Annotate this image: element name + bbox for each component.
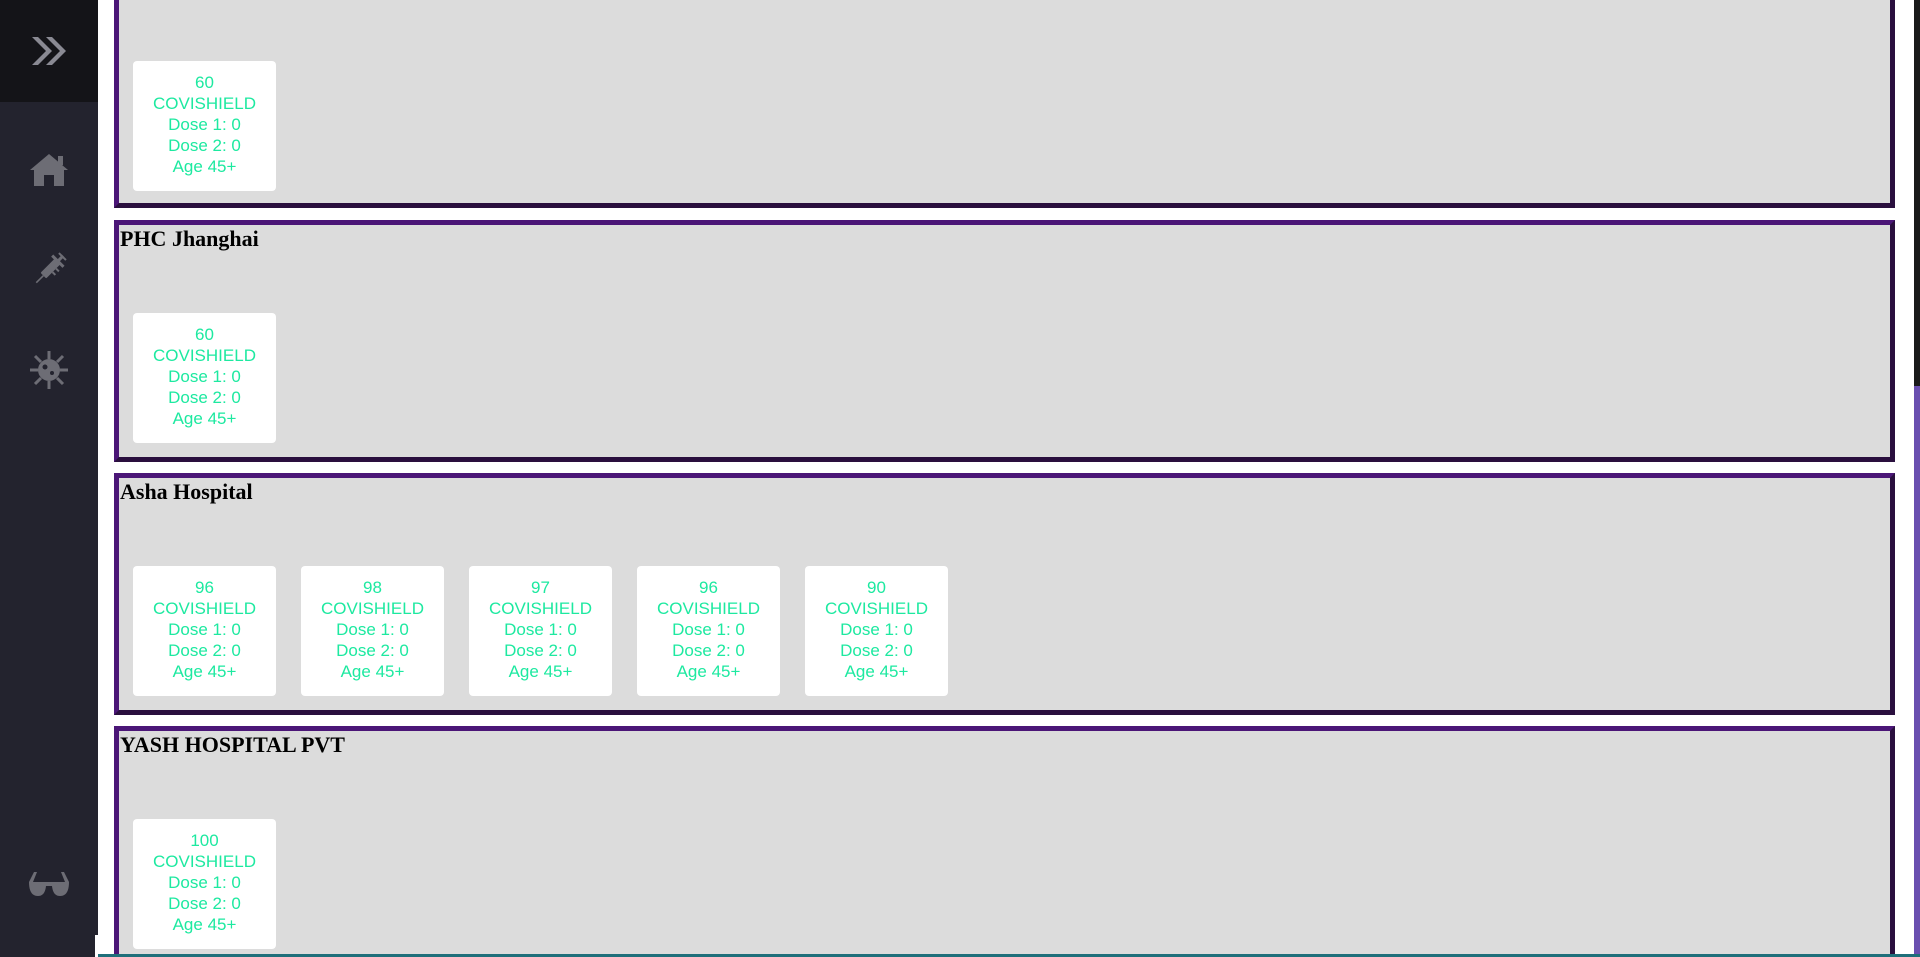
slot-card[interactable]: 60 COVISHIELD Dose 1: 0 Dose 2: 0 Age 45… [133,61,276,191]
slot-age: Age 45+ [172,915,237,934]
slot-capacity: 97 [531,578,550,597]
slot-dose2: Dose 2: 0 [336,641,409,660]
virus-icon [28,349,70,391]
slot-capacity: 96 [699,578,718,597]
slot-dose1: Dose 1: 0 [168,873,241,892]
slot-list: 60 COVISHIELD Dose 1: 0 Dose 2: 0 Age 45… [133,61,276,191]
bottom-divider [98,954,1920,957]
slot-dose2: Dose 2: 0 [168,894,241,913]
slot-dose1: Dose 1: 0 [168,367,241,386]
slot-card[interactable]: 96 COVISHIELD Dose 1: 0 Dose 2: 0 Age 45… [133,566,276,696]
center-name: Asha Hospital [120,479,253,504]
slot-age: Age 45+ [172,157,237,176]
slot-age: Age 45+ [172,662,237,681]
chevron-double-right-icon [29,34,69,68]
slot-dose2: Dose 2: 0 [504,641,577,660]
slot-list: 60 COVISHIELD Dose 1: 0 Dose 2: 0 Age 45… [133,313,276,443]
slot-card[interactable]: 100 COVISHIELD Dose 1: 0 Dose 2: 0 Age 4… [133,819,276,949]
center-name: PHC Jhanghai [120,226,259,251]
home-icon [29,152,69,188]
slot-vaccine: COVISHIELD [825,599,928,618]
sidebar-toggle-button[interactable] [0,0,98,102]
scrollbar-thumb[interactable] [1914,386,1920,957]
sidebar-item-vaccine[interactable] [0,230,98,310]
bottom-notch [95,935,98,957]
slot-capacity: 60 [195,73,214,92]
slot-dose1: Dose 1: 0 [504,620,577,639]
center-card: Asha Hospital 96 COVISHIELD Dose 1: 0 Do… [114,473,1895,715]
slot-dose1: Dose 1: 0 [336,620,409,639]
slot-vaccine: COVISHIELD [657,599,760,618]
slot-age: Age 45+ [676,662,741,681]
slot-dose1: Dose 1: 0 [168,620,241,639]
slot-dose1: Dose 1: 0 [672,620,745,639]
slot-capacity: 60 [195,325,214,344]
scrollbar[interactable] [1914,0,1920,957]
slot-vaccine: COVISHIELD [153,346,256,365]
slot-vaccine: COVISHIELD [321,599,424,618]
slot-age: Age 45+ [844,662,909,681]
main-content: 60 COVISHIELD Dose 1: 0 Dose 2: 0 Age 45… [98,0,1914,957]
slot-card[interactable]: 97 COVISHIELD Dose 1: 0 Dose 2: 0 Age 45… [469,566,612,696]
slot-card[interactable]: 96 COVISHIELD Dose 1: 0 Dose 2: 0 Age 45… [637,566,780,696]
slot-dose1: Dose 1: 0 [168,115,241,134]
slot-capacity: 90 [867,578,886,597]
slot-dose2: Dose 2: 0 [168,136,241,155]
slot-vaccine: COVISHIELD [153,599,256,618]
slot-age: Age 45+ [172,409,237,428]
slot-vaccine: COVISHIELD [489,599,592,618]
center-name: YASH HOSPITAL PVT [120,732,345,757]
slot-card[interactable]: 98 COVISHIELD Dose 1: 0 Dose 2: 0 Age 45… [301,566,444,696]
slot-dose1: Dose 1: 0 [840,620,913,639]
sidebar [0,0,98,957]
center-card: YASH HOSPITAL PVT 100 COVISHIELD Dose 1:… [114,726,1895,957]
sidebar-item-home[interactable] [0,130,98,210]
slot-capacity: 100 [190,831,219,850]
slot-dose2: Dose 2: 0 [168,388,241,407]
center-card: 60 COVISHIELD Dose 1: 0 Dose 2: 0 Age 45… [114,0,1895,208]
slot-list: 96 COVISHIELD Dose 1: 0 Dose 2: 0 Age 45… [133,566,948,696]
sidebar-item-accessibility[interactable] [0,845,98,925]
slot-age: Age 45+ [508,662,573,681]
slot-dose2: Dose 2: 0 [840,641,913,660]
slot-card[interactable]: 60 COVISHIELD Dose 1: 0 Dose 2: 0 Age 45… [133,313,276,443]
slot-vaccine: COVISHIELD [153,852,256,871]
slot-dose2: Dose 2: 0 [672,641,745,660]
center-card: PHC Jhanghai 60 COVISHIELD Dose 1: 0 Dos… [114,220,1895,462]
glasses-icon [27,870,71,900]
syringe-icon [29,250,69,290]
slot-card[interactable]: 90 COVISHIELD Dose 1: 0 Dose 2: 0 Age 45… [805,566,948,696]
sidebar-item-virus[interactable] [0,330,98,410]
slot-capacity: 96 [195,578,214,597]
slot-dose2: Dose 2: 0 [168,641,241,660]
slot-capacity: 98 [363,578,382,597]
slot-list: 100 COVISHIELD Dose 1: 0 Dose 2: 0 Age 4… [133,819,276,949]
slot-vaccine: COVISHIELD [153,94,256,113]
slot-age: Age 45+ [340,662,405,681]
